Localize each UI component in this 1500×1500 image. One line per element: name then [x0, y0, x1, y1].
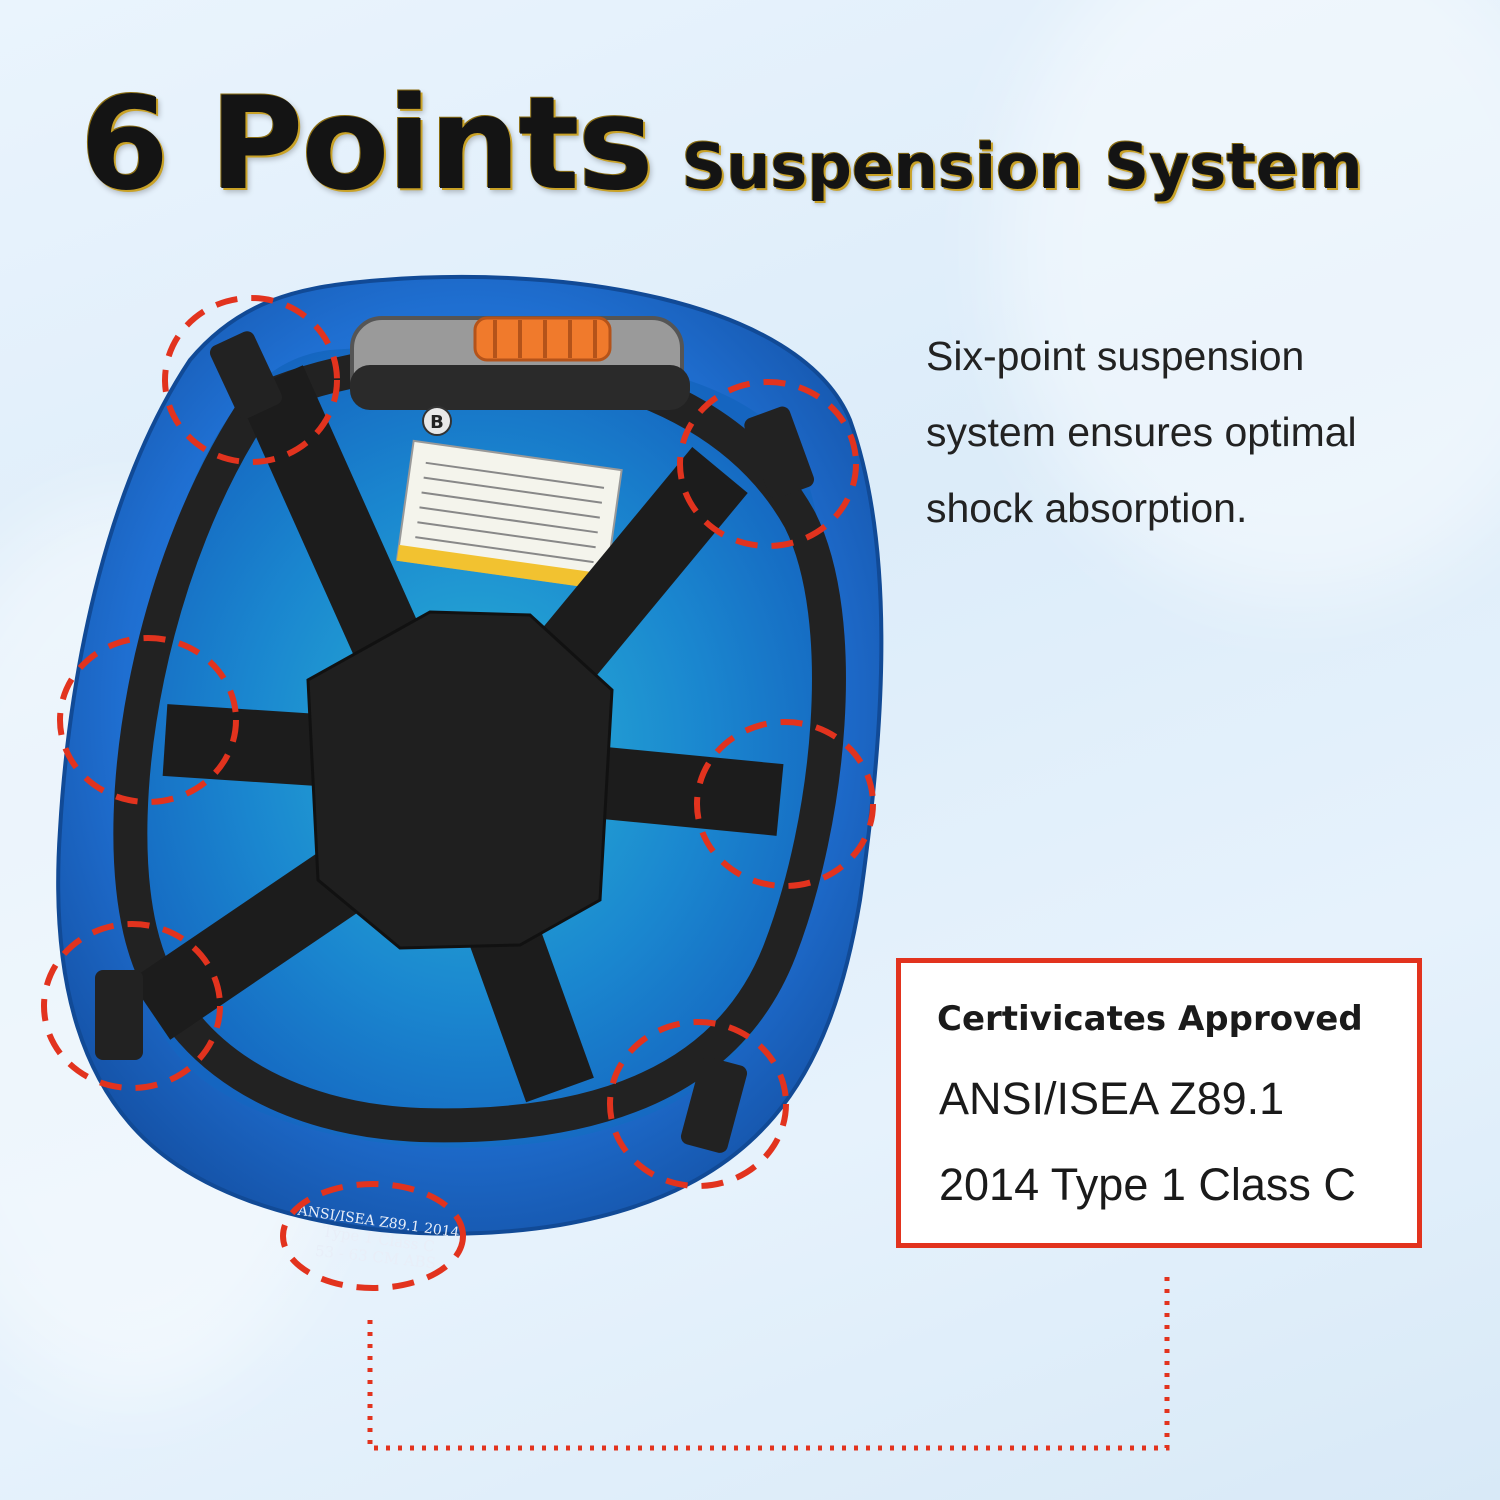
callout-circle: [41, 921, 223, 1091]
connector-line: [367, 1276, 1170, 1451]
helmet-marker-circle: [422, 406, 452, 436]
certificate-standard: ANSI/ISEA Z89.1: [939, 1073, 1285, 1124]
callout-circle: [280, 1181, 466, 1291]
certificate-box: Certivicates Approved ANSI/ISEA Z89.1 20…: [896, 958, 1422, 1248]
side-clip: [95, 970, 143, 1060]
callout-circle: [694, 719, 876, 889]
ratchet-pad: [350, 365, 690, 410]
side-clip: [680, 1057, 748, 1153]
headline: 6 Points Suspension System: [80, 70, 1460, 219]
side-clip: [209, 331, 283, 419]
callout-circle: [677, 379, 859, 549]
ratchet-knob: [473, 316, 612, 362]
certificate-title: Certivicates Approved: [937, 999, 1363, 1039]
headband: [113, 342, 846, 1143]
description-line: Six-point suspension: [926, 333, 1305, 379]
crown-pad: [306, 610, 614, 950]
callout-circle: [607, 1019, 789, 1189]
callout-circles: [41, 295, 876, 1291]
headline-small: Suspension System: [681, 130, 1363, 203]
description-line: system ensures optimal: [926, 409, 1357, 455]
warning-label: [395, 439, 623, 591]
certificate-class: 2014 Type 1 Class C: [939, 1159, 1356, 1210]
description-line: shock absorption.: [926, 485, 1248, 531]
callout-circle: [57, 635, 239, 805]
headline-big: 6 Points: [80, 70, 654, 219]
callout-circle: [162, 295, 340, 465]
helmet-marker: B: [430, 412, 444, 433]
description: Six-point suspension system ensures opti…: [926, 318, 1446, 546]
side-clip: [744, 406, 815, 499]
